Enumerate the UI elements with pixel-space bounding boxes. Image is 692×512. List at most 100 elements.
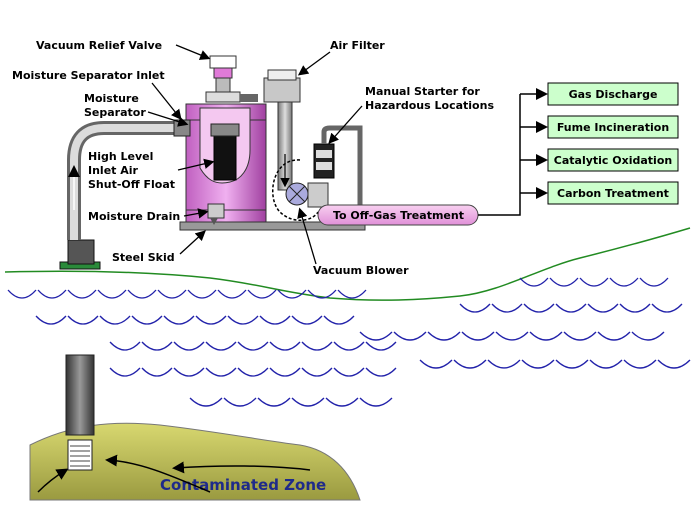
float-cap <box>210 123 240 137</box>
wave-arc <box>269 341 301 351</box>
wave-arc <box>337 289 367 299</box>
wave-arc <box>453 359 487 369</box>
wave-arc <box>589 359 623 369</box>
wave-arc <box>521 359 555 369</box>
wave-arc <box>195 315 227 325</box>
wave-arc <box>393 331 427 341</box>
wave-arc <box>301 367 333 377</box>
wave-arc <box>639 277 669 287</box>
treatment-box-carbon-treatment: Carbon Treatment <box>547 181 679 205</box>
water-table <box>7 277 691 407</box>
wave-arc <box>247 289 277 299</box>
label-moisture-separator-line2: Separator <box>84 106 146 119</box>
wave-arc <box>127 289 157 299</box>
wave-arc <box>141 341 173 351</box>
wave-arc <box>323 315 355 325</box>
wave-arc <box>163 315 195 325</box>
wave-arc <box>365 367 397 377</box>
label-vacuum-relief-valve: Vacuum Relief Valve <box>36 39 162 52</box>
wave-arc <box>67 289 97 299</box>
label-manual-starter-line2: Hazardous Locations <box>365 99 494 112</box>
wave-arc <box>157 289 187 299</box>
wave-arc <box>277 289 307 299</box>
label-high-level-line1: High Level <box>88 150 153 163</box>
flow-arrow <box>172 461 311 474</box>
wave-arc <box>333 341 365 351</box>
wave-arc <box>217 289 247 299</box>
wave-arc <box>523 303 555 313</box>
well-screen <box>67 439 93 471</box>
off-gas-label: To Off-Gas Treatment <box>333 209 464 222</box>
wave-arc <box>307 289 337 299</box>
ground-line <box>4 227 691 301</box>
filter-to-blower-pipe <box>277 101 293 191</box>
treatment-label: Gas Discharge <box>569 88 658 101</box>
wave-arc <box>269 367 301 377</box>
wave-arc <box>519 277 549 287</box>
wave-arc <box>109 367 141 377</box>
wave-arc <box>487 359 521 369</box>
wave-arc <box>257 397 291 407</box>
wave-arc <box>227 315 259 325</box>
vacuum-relief-valve <box>213 67 233 79</box>
wave-arc <box>365 341 397 351</box>
wave-arc <box>563 331 597 341</box>
label-moisture-separator-line1: Moisture <box>84 92 139 105</box>
wave-arc <box>291 315 323 325</box>
wave-arc <box>359 397 393 407</box>
wave-arc <box>549 277 579 287</box>
label-vacuum-blower: Vacuum Blower <box>313 264 409 277</box>
wave-arc <box>291 397 325 407</box>
wave-arc <box>237 367 269 377</box>
shutoff-float <box>213 129 237 181</box>
label-high-level-line3: Shut-Off Float <box>88 178 175 191</box>
wave-arc <box>99 315 131 325</box>
label-manual-starter-line1: Manual Starter for <box>365 85 480 98</box>
treatment-connector <box>478 94 521 216</box>
moisture-drain <box>207 203 225 219</box>
wave-arc <box>173 341 205 351</box>
wave-arc <box>555 359 589 369</box>
wave-arc <box>189 397 223 407</box>
wave-arc <box>459 303 491 313</box>
wave-arc <box>259 315 291 325</box>
wave-arc <box>131 315 163 325</box>
wave-arc <box>205 341 237 351</box>
wellhead <box>67 239 95 265</box>
contaminated-zone-label: Contaminated Zone <box>160 476 326 494</box>
wave-arc <box>631 331 665 341</box>
wave-arc <box>623 359 657 369</box>
flow-arrow <box>37 468 69 493</box>
wave-arc <box>141 367 173 377</box>
wave-arc <box>651 303 683 313</box>
air-filter <box>263 77 301 103</box>
wave-arc <box>579 277 609 287</box>
wave-arc <box>619 303 651 313</box>
wave-arc <box>223 397 257 407</box>
well-casing <box>65 354 95 436</box>
wave-arc <box>187 289 217 299</box>
treatment-box-catalytic-oxidation: Catalytic Oxidation <box>547 148 679 172</box>
wave-arc <box>529 331 563 341</box>
well-screen-slots <box>70 445 90 467</box>
wave-arc <box>657 359 691 369</box>
wave-arc <box>587 303 619 313</box>
wave-arc <box>491 303 523 313</box>
wave-arc <box>109 341 141 351</box>
wave-arc <box>609 277 639 287</box>
wave-arc <box>205 367 237 377</box>
wave-arc <box>419 359 453 369</box>
label-high-level-line2: Inlet Air <box>88 164 139 177</box>
wave-arc <box>173 367 205 377</box>
wave-arc <box>237 341 269 351</box>
treatment-label: Fume Incineration <box>557 121 669 134</box>
wave-arc <box>359 331 393 341</box>
wave-arc <box>97 289 127 299</box>
treatment-label: Carbon Treatment <box>557 187 669 200</box>
manual-starter <box>313 143 335 179</box>
label-air-filter: Air Filter <box>330 39 385 52</box>
label-moisture-separator-inlet: Moisture Separator Inlet <box>12 69 165 82</box>
wave-arc <box>301 341 333 351</box>
wave-arc <box>67 315 99 325</box>
